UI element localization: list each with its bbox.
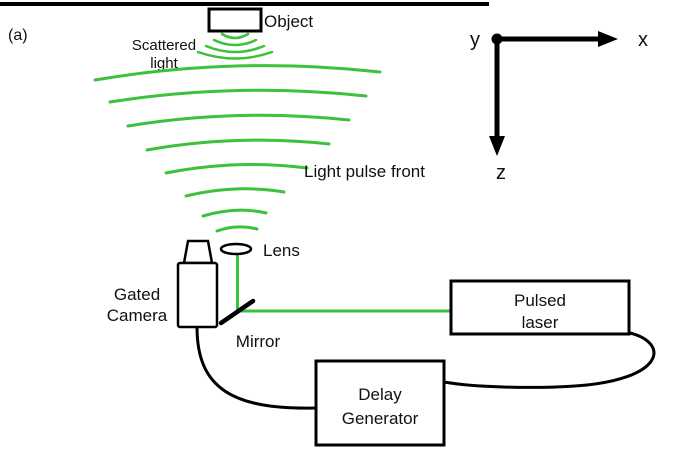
z-axis-arrowhead-icon <box>489 136 505 156</box>
wavefront-arc <box>108 88 368 104</box>
delay-generator-box <box>314 359 446 447</box>
z-axis-label: z <box>496 162 506 184</box>
wavefront-arc <box>93 64 382 82</box>
mirror-label: Mirror <box>236 332 281 351</box>
pulsed-laser-label-line2: laser <box>522 313 559 332</box>
light-pulse-front-label: Light pulse front <box>304 162 425 181</box>
scattered-ripple <box>204 44 266 54</box>
x-axis-label: x <box>638 29 648 51</box>
wavefront-arc <box>184 187 286 198</box>
gated-camera-label-line1: Gated <box>114 285 160 304</box>
scattered-light-label-line2: light <box>150 55 178 72</box>
pulsed-laser-label-line1: Pulsed <box>514 291 566 310</box>
pulsed-laser-box <box>449 279 631 336</box>
scattered-light-ripples <box>196 32 274 60</box>
lens-shape <box>219 242 253 256</box>
scattered-light-label-line1: Scattered <box>132 37 196 54</box>
panel-label: (a) <box>8 27 28 44</box>
scattered-ripple <box>196 50 274 60</box>
camera-body <box>176 261 219 329</box>
delay-generator-label-line2: Generator <box>342 409 419 428</box>
light-pulse-wavefronts <box>93 64 382 233</box>
x-axis-arrowhead-icon <box>598 31 618 47</box>
object-label: Object <box>264 12 313 31</box>
cable-camera-to-delay-generator <box>195 326 317 410</box>
coordinate-axes: y x z <box>470 29 648 184</box>
scattered-ripple <box>212 38 258 47</box>
wavefront-arc <box>215 225 259 233</box>
lens-label: Lens <box>263 241 300 260</box>
gated-camera <box>176 239 219 329</box>
delay-generator-label-line1: Delay <box>358 385 402 404</box>
mirror-shape <box>218 298 256 326</box>
object-box <box>207 7 263 33</box>
wavefront-arc <box>145 138 331 152</box>
cable-laser-to-delay-generator <box>443 331 656 389</box>
wavefront-arc <box>201 208 268 218</box>
wavefront-arc <box>126 113 351 128</box>
y-axis-label: y <box>470 29 480 51</box>
gated-camera-label-line2: Camera <box>107 306 168 325</box>
camera-lens-mount <box>182 239 214 265</box>
scattered-ripple <box>220 32 250 40</box>
wavefront-arc <box>164 162 309 175</box>
